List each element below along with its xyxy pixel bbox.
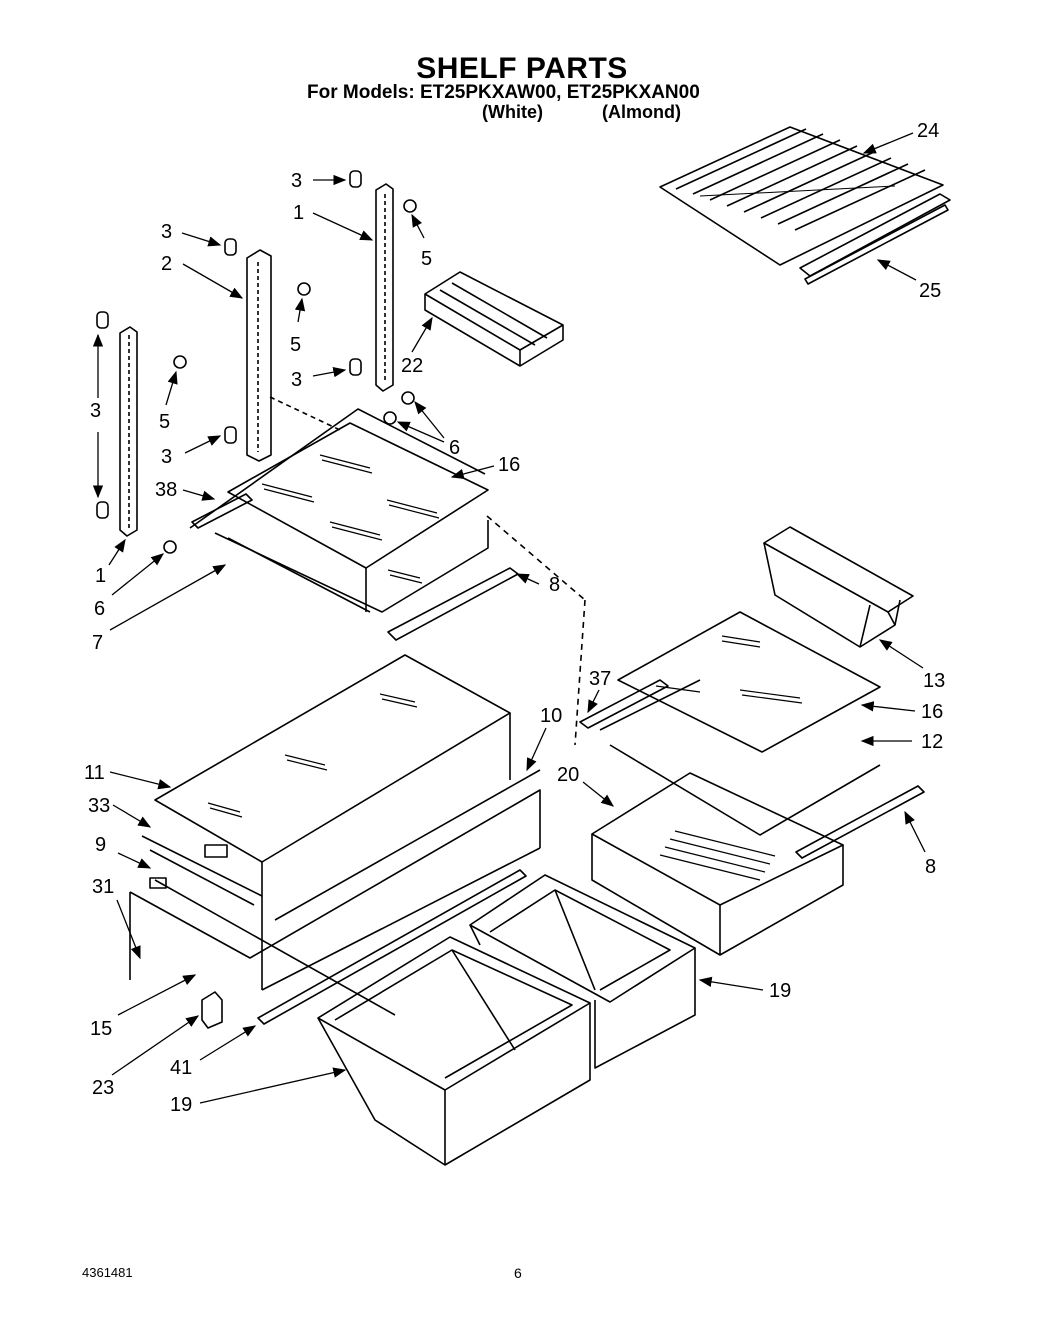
callout-37: 37 bbox=[589, 668, 612, 690]
callout-13: 13 bbox=[923, 670, 946, 692]
leader-lines bbox=[92, 132, 926, 1104]
models-line: For Models: ET25PKXAW00, ET25PKXAN00 bbox=[307, 82, 700, 103]
callout-3: 3 bbox=[291, 369, 303, 391]
callout-38: 38 bbox=[155, 479, 178, 501]
callout-5: 5 bbox=[290, 334, 302, 356]
callout-9: 9 bbox=[95, 834, 107, 856]
callout-41: 41 bbox=[170, 1057, 193, 1079]
crisper-drawer-left bbox=[317, 936, 591, 1166]
crisper-cover-assembly bbox=[129, 654, 541, 1016]
upper-shelf-assembly bbox=[189, 396, 519, 641]
callout-8: 8 bbox=[549, 574, 561, 596]
wire-shelf bbox=[659, 126, 944, 266]
callout-6: 6 bbox=[94, 598, 106, 620]
callout-7: 7 bbox=[92, 632, 104, 654]
shelf-support-center bbox=[246, 249, 272, 462]
callout-16: 16 bbox=[921, 701, 944, 723]
callout-11: 11 bbox=[84, 762, 105, 784]
callout-20: 20 bbox=[557, 764, 580, 786]
callout-31: 31 bbox=[92, 876, 115, 898]
document-number: 4361481 bbox=[82, 1265, 133, 1280]
callout-33: 33 bbox=[88, 795, 111, 817]
right-shelf-assembly bbox=[579, 611, 925, 859]
door-bin bbox=[763, 526, 914, 648]
callout-23: 23 bbox=[92, 1077, 115, 1099]
small-bracket-23 bbox=[201, 991, 223, 1029]
callout-3: 3 bbox=[291, 170, 303, 192]
shelf-support-left bbox=[119, 326, 138, 537]
callout-5: 5 bbox=[159, 411, 171, 433]
shelf-support-right bbox=[375, 183, 394, 392]
variant-white: (White) bbox=[482, 102, 543, 122]
callout-3: 3 bbox=[161, 221, 173, 243]
callout-16: 16 bbox=[498, 454, 521, 476]
small-rail-41 bbox=[257, 869, 527, 1025]
callout-5: 5 bbox=[421, 248, 433, 270]
crisper-drawer-right bbox=[469, 874, 696, 1069]
page-title: SHELF PARTS bbox=[416, 52, 628, 85]
screws bbox=[163, 199, 417, 554]
variant-almond: (Almond) bbox=[602, 102, 681, 122]
callout-22: 22 bbox=[401, 355, 424, 377]
page-number: 6 bbox=[514, 1265, 522, 1281]
callout-25: 25 bbox=[919, 280, 942, 302]
callout-19: 19 bbox=[769, 980, 792, 1002]
callout-3: 3 bbox=[161, 446, 173, 468]
support-clips bbox=[96, 170, 362, 519]
callout-2: 2 bbox=[161, 253, 173, 275]
callout-12: 12 bbox=[921, 731, 944, 753]
callout-19: 19 bbox=[170, 1094, 193, 1116]
callout-1: 1 bbox=[293, 202, 305, 224]
callout-15: 15 bbox=[90, 1018, 113, 1040]
ice-cube-tray bbox=[424, 271, 564, 367]
shelf-rail-25 bbox=[799, 193, 951, 285]
drawer-20 bbox=[591, 772, 844, 956]
callout-24: 24 bbox=[917, 120, 940, 142]
callout-6: 6 bbox=[449, 437, 461, 459]
callout-8: 8 bbox=[925, 856, 937, 878]
callout-1: 1 bbox=[95, 565, 107, 587]
callout-3: 3 bbox=[90, 400, 102, 422]
callout-10: 10 bbox=[540, 705, 563, 727]
